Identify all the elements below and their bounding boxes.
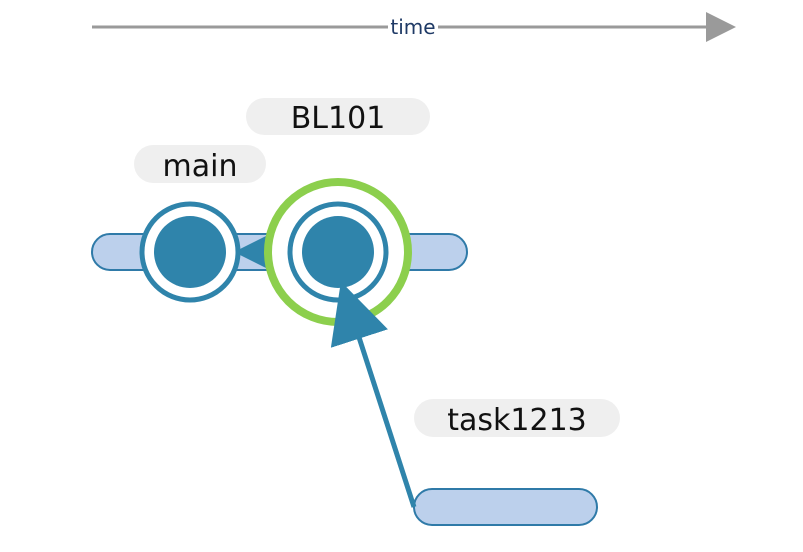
- time-label-background: [388, 15, 438, 39]
- commit-1-core: [154, 216, 226, 288]
- commit-2-core: [302, 216, 374, 288]
- task-branch-arrow: [330, 281, 417, 508]
- task-branch-label: task1213: [447, 403, 587, 438]
- branch-label-main: main: [134, 145, 266, 184]
- commit-1-outer-ring: [139, 201, 241, 303]
- task-branch-pill: [414, 399, 620, 437]
- time-label: time: [390, 15, 435, 39]
- time-axis: time: [92, 12, 736, 42]
- branch-label-task1213: task1213: [414, 399, 620, 438]
- main-branch-pill: [134, 145, 266, 183]
- task-branch-bar: [413, 488, 598, 526]
- main-branch-label: main: [163, 149, 238, 184]
- tag-pill: [246, 98, 430, 135]
- commit-node-main-1: [139, 201, 241, 303]
- tag-label-bl101: BL101: [246, 98, 430, 136]
- tag-label-text: BL101: [291, 101, 386, 136]
- commit-node-bl101: [264, 178, 412, 326]
